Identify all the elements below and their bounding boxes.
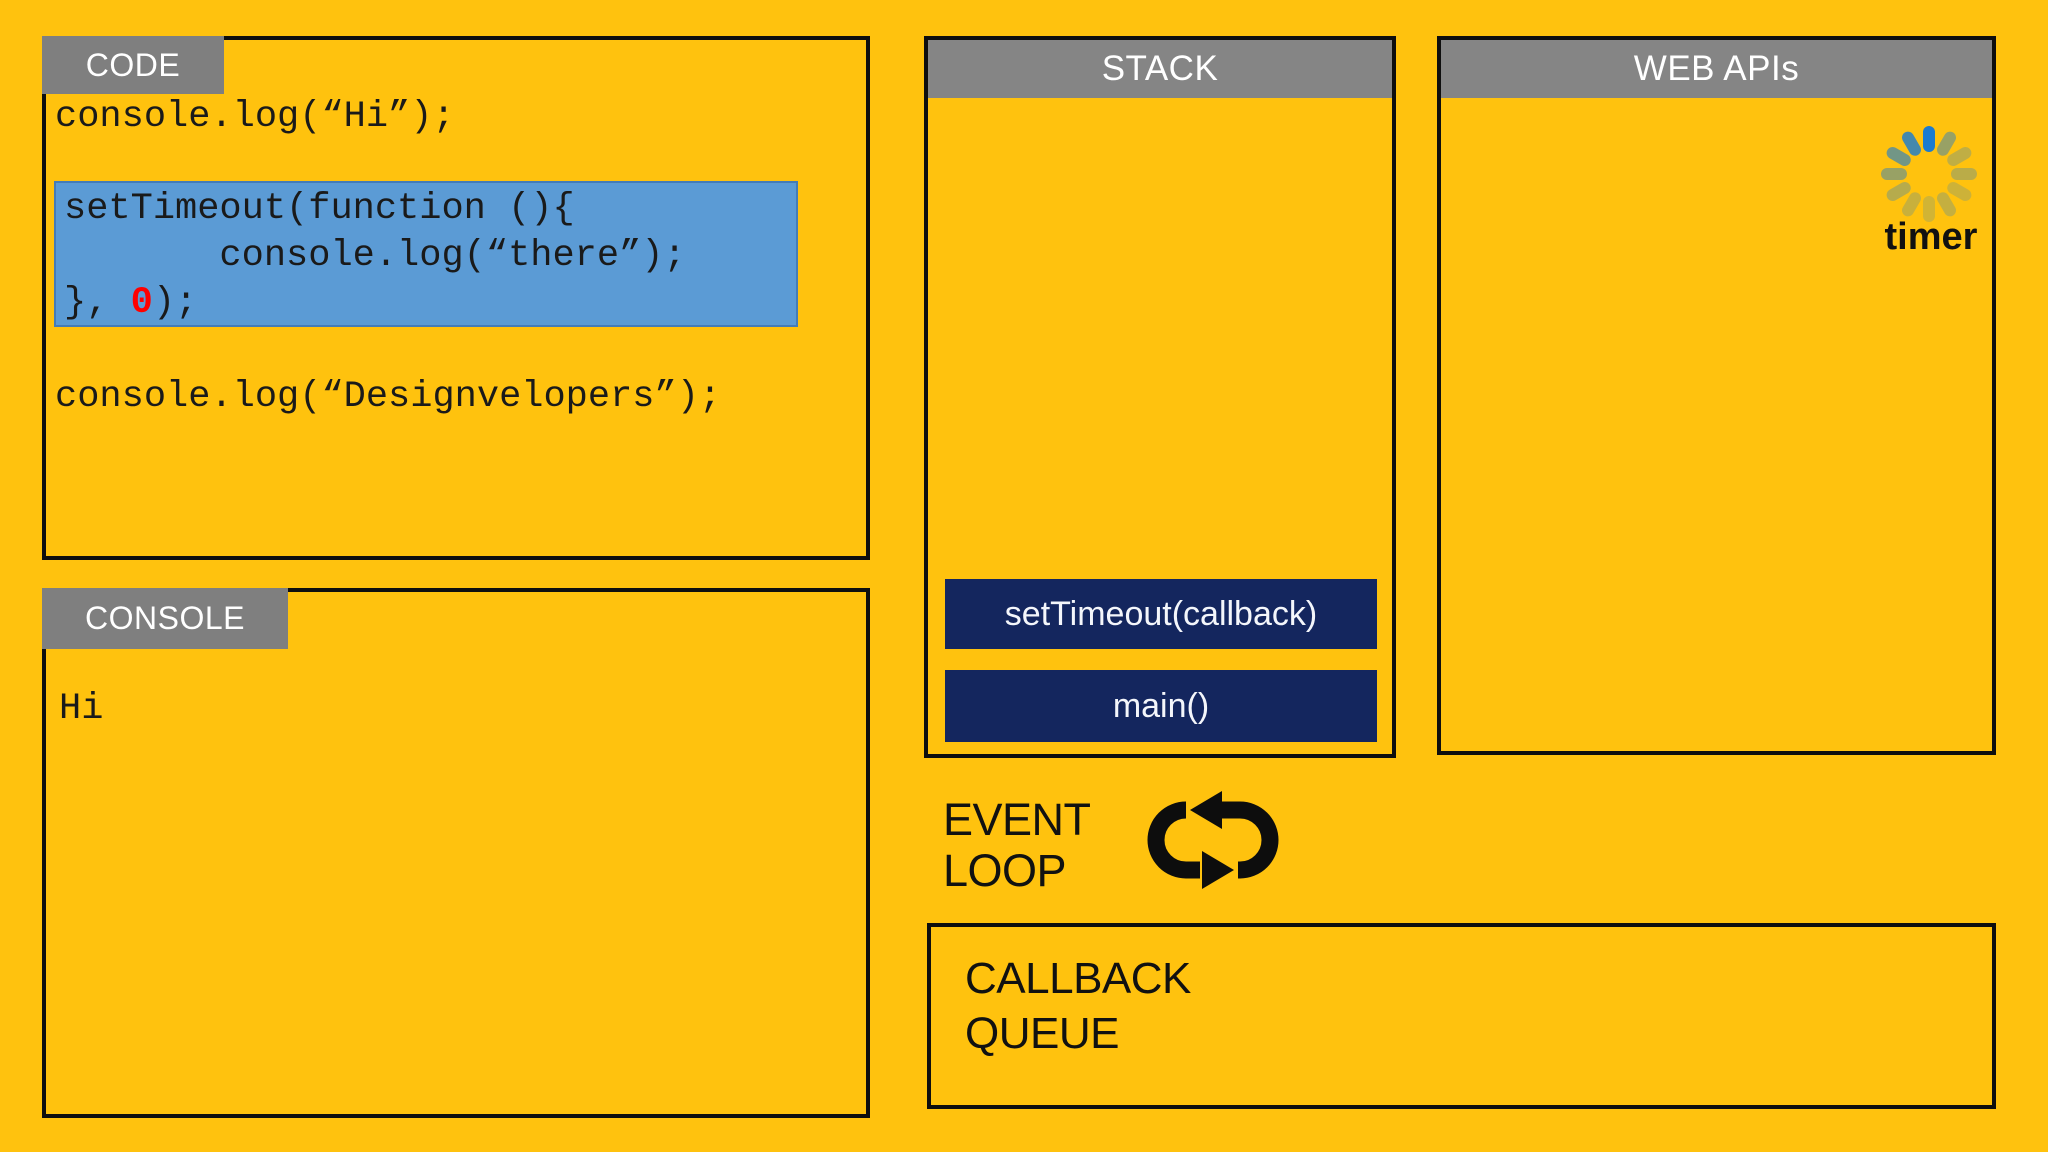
code-line-log-designvelopers: console.log(“Designvelopers”); (55, 376, 722, 418)
close-brace-text: }, (64, 282, 131, 324)
timer-spinner-icon (1881, 126, 1977, 222)
callback-queue-panel: CALLBACK QUEUE (927, 923, 1996, 1109)
web-apis-panel-title: WEB APIs (1633, 49, 1800, 88)
callback-queue-label-line2: QUEUE (965, 1009, 1119, 1058)
event-loop-label-line2: LOOP (943, 845, 1067, 896)
settimeout-highlight-block: setTimeout(function (){ console.log(“the… (54, 181, 798, 327)
timer-label: timer (1884, 216, 1978, 258)
loop-arrows-icon (1147, 791, 1279, 889)
stack-frame-settimeout: setTimeout(callback) (945, 579, 1377, 649)
code-line-log-hi: console.log(“Hi”); (55, 96, 455, 138)
stack-panel: STACK setTimeout(callback) main() (924, 36, 1396, 758)
code-panel-header: CODE (42, 36, 224, 94)
close-paren-text: ); (152, 282, 198, 324)
stack-frame-main: main() (945, 670, 1377, 742)
console-output-hi: Hi (59, 688, 104, 730)
event-loop-label-line1: EVENT (943, 794, 1091, 845)
console-panel-title: CONSOLE (85, 600, 245, 636)
callback-queue-label: CALLBACK QUEUE (965, 951, 1191, 1061)
timeout-delay-zero: 0 (130, 282, 153, 324)
stack-panel-title: STACK (1101, 49, 1219, 88)
code-line-log-there: console.log(“there”); (64, 235, 686, 277)
web-apis-panel: WEB APIs timer (1437, 36, 1996, 755)
stack-panel-header: STACK (928, 40, 1392, 98)
code-panel-title: CODE (85, 46, 181, 83)
event-loop-label: EVENT LOOP (943, 794, 1091, 896)
console-panel: CONSOLE Hi (42, 588, 870, 1118)
code-line-settimeout-close: }, 0); (64, 280, 796, 327)
web-apis-panel-header: WEB APIs (1441, 40, 1992, 98)
code-line-settimeout-open: setTimeout(function (){ (64, 188, 575, 230)
console-panel-header: CONSOLE (42, 588, 288, 649)
callback-queue-label-line1: CALLBACK (965, 954, 1191, 1003)
code-panel: CODE console.log(“Hi”); setTimeout(funct… (42, 36, 870, 560)
